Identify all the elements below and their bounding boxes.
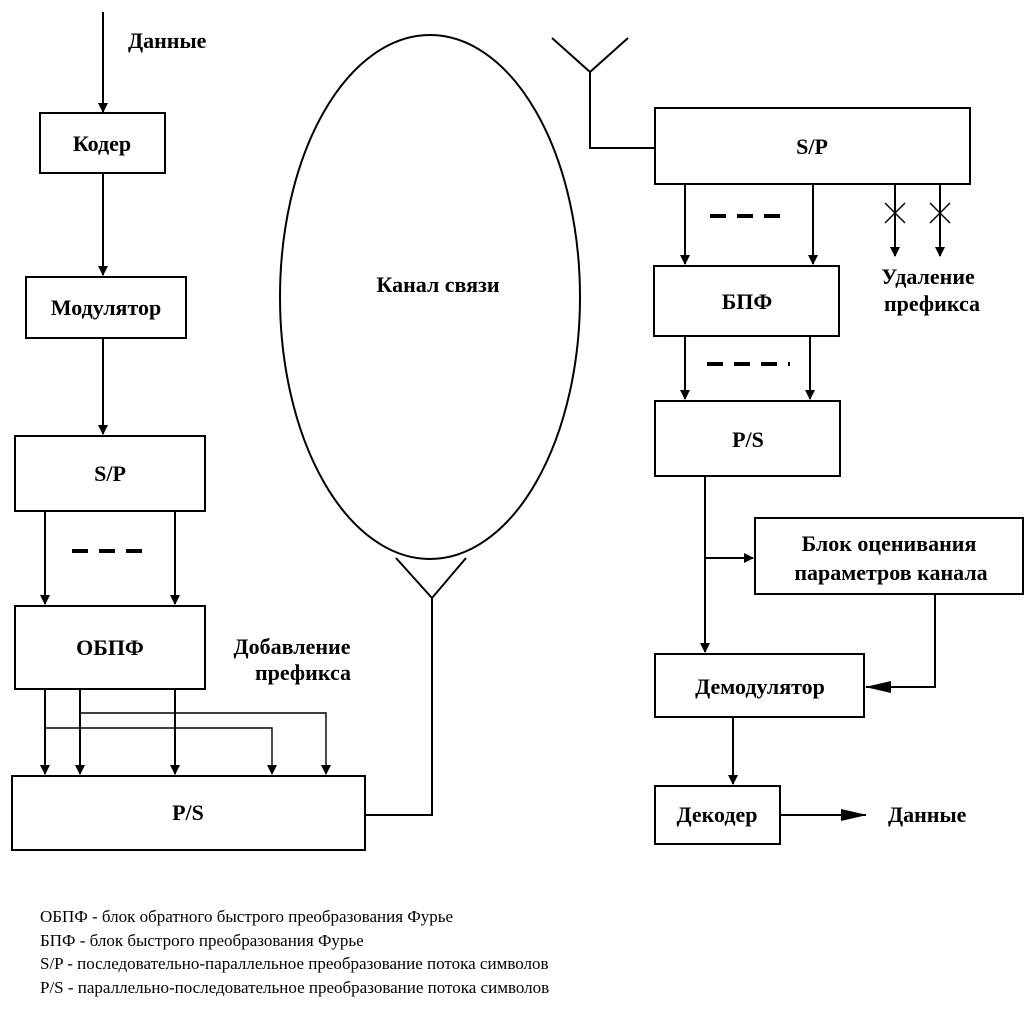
add-prefix-label-2: префикса [255, 660, 351, 685]
tx-data-label: Данные [128, 28, 207, 53]
tx-antenna-icon [395, 557, 467, 599]
add-prefix-label-1: Добавление [234, 634, 351, 659]
rx-antenna-feed [589, 72, 655, 149]
ifft-label: ОБПФ [76, 635, 144, 660]
rx-ps-block [654, 400, 841, 477]
tx-sp-label: S/P [94, 461, 126, 486]
tx-sp-block [14, 435, 206, 512]
channel-ellipse [279, 34, 581, 560]
tx-ps-label: P/S [172, 800, 204, 825]
prefix-copy-line-2 [80, 712, 331, 775]
estimator-label-2: параметров канала [794, 560, 987, 585]
legend-item: S/P - последовательно-параллельное преоб… [40, 954, 549, 973]
decoder-block [654, 785, 781, 845]
tx-ps-block [11, 775, 366, 851]
ofdm-block-diagram: Данные Кодер Модулятор S/P ОБПФ Добавлен… [11, 12, 1024, 851]
rx-data-label: Данные [888, 802, 967, 827]
modulator-label: Модулятор [51, 295, 161, 320]
rx-sp-block [654, 107, 971, 185]
rx-sp-label: S/P [796, 134, 828, 159]
demodulator-label: Демодулятор [695, 674, 825, 699]
legend-item: БПФ - блок быстрого преобразования Фурье [40, 930, 364, 950]
modulator-block [25, 276, 187, 339]
estimator-label-1: Блок оценивания [802, 531, 977, 556]
rx-antenna-icon [551, 37, 629, 73]
estimator-to-demodulator-arrow [865, 594, 936, 693]
remove-prefix-label-2: префикса [884, 291, 980, 316]
legend-item: ОБПФ - блок обратного быстрого преобразо… [40, 907, 454, 926]
channel-estimator-block [754, 517, 1024, 595]
prefix-drop-cross-2 [929, 202, 951, 224]
legend-item: P/S - параллельно-последовательное преоб… [40, 977, 550, 997]
legend: ОБПФ - блок обратного быстрого преобразо… [40, 905, 549, 999]
rx-ps-label: P/S [732, 427, 764, 452]
prefix-drop-cross-1 [884, 202, 906, 224]
tx-antenna-feed [365, 598, 433, 816]
fft-label: БПФ [722, 289, 773, 314]
ifft-block [14, 605, 206, 690]
demodulator-block [654, 653, 865, 718]
prefix-copy-line-1 [45, 727, 277, 775]
channel-label: Канал связи [376, 272, 499, 297]
decoder-label: Декодер [676, 802, 757, 827]
coder-label: Кодер [73, 131, 131, 156]
fft-block [653, 265, 840, 337]
remove-prefix-label-1: Удаление [881, 264, 975, 289]
